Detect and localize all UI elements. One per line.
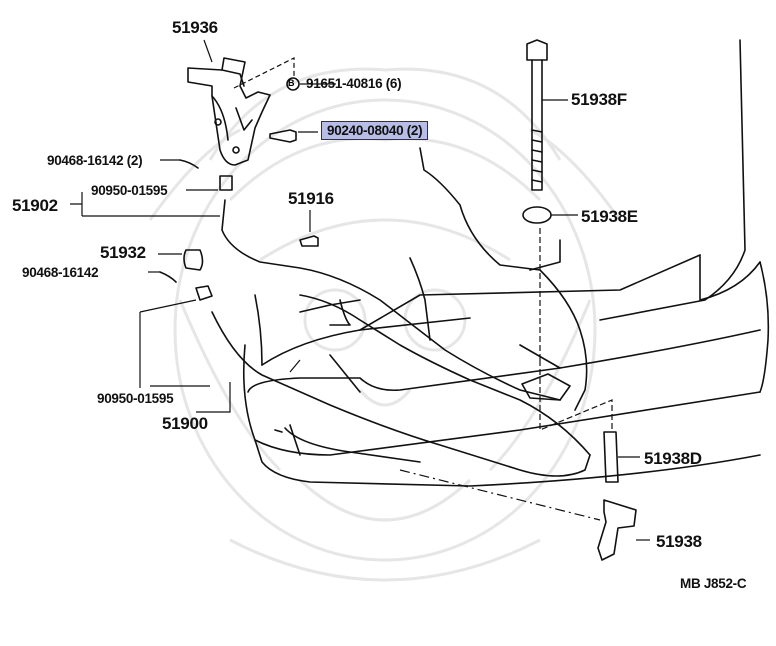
- part-number-90950-01595-lower: 90950-01595: [97, 391, 174, 406]
- part-number-90468-16142: 90468-16142: [22, 265, 99, 280]
- part-number-51902: 51902: [12, 196, 58, 215]
- part-number-90950-01595-upper: 90950-01595: [91, 183, 168, 198]
- hardware-parts: [159, 39, 637, 561]
- diagram-code: MB J852-C: [680, 576, 747, 591]
- spare-tire-carrier-wire: [211, 147, 591, 477]
- part-number-90240-08040-highlighted[interactable]: 90240-08040 (2): [321, 121, 429, 140]
- leader-lines: [70, 39, 650, 541]
- part-number-90468-16142-2: 90468-16142 (2): [47, 153, 143, 168]
- part-number-51938F: 51938F: [571, 90, 627, 109]
- samurai-helmet-logo: [148, 67, 622, 582]
- part-number-51932: 51932: [100, 243, 146, 262]
- bolt-mark-b: B: [288, 78, 295, 88]
- part-number-51938: 51938: [656, 532, 702, 551]
- part-number-51938E: 51938E: [581, 207, 638, 226]
- part-number-51938D: 51938D: [644, 449, 702, 468]
- part-number-91651-40816: 91651-40816 (6): [306, 76, 402, 91]
- part-number-51900: 51900: [162, 414, 208, 433]
- part-number-51916: 51916: [288, 189, 334, 208]
- part-number-51936: 51936: [172, 18, 218, 37]
- rear-bumper-outline: [242, 39, 770, 487]
- bracket-51936: [187, 57, 271, 166]
